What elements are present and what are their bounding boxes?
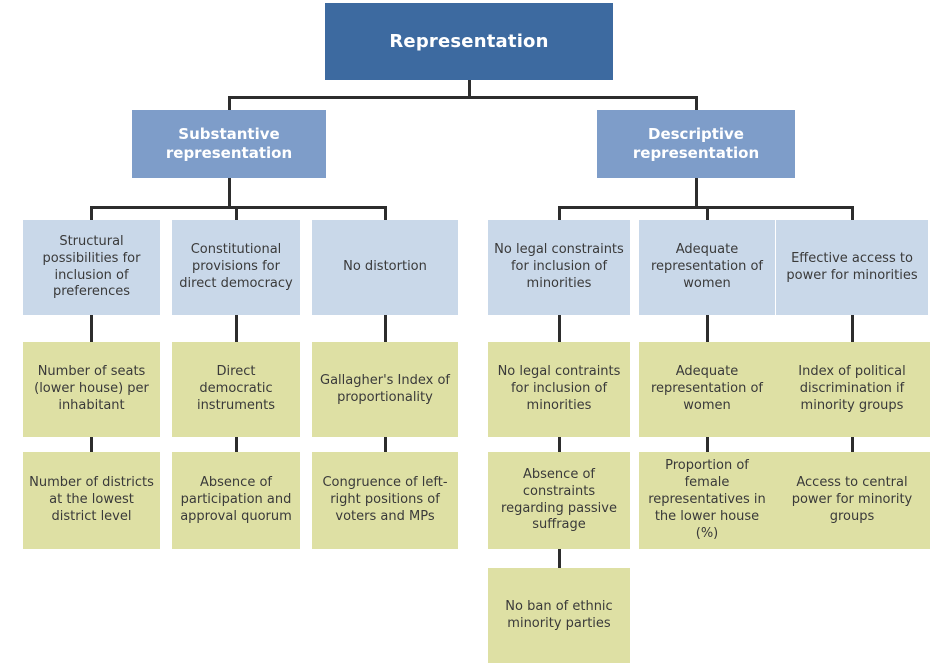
- connector-to-criterion-3: [384, 207, 387, 221]
- connector-root-stem: [468, 80, 471, 97]
- connector-c4-i3: [558, 549, 561, 568]
- connector-c6-i2: [851, 437, 854, 452]
- connector-c1-i2: [90, 437, 93, 452]
- node-branch-descriptive: Descriptive representation: [597, 110, 795, 178]
- node-criterion-effective-access: Effective access to power for minorities: [776, 220, 928, 315]
- connector-to-substantive: [228, 97, 231, 111]
- connector-root-crossbar: [228, 96, 698, 99]
- connector-c5-i1: [706, 315, 709, 342]
- connector-c2-i1: [235, 315, 238, 342]
- connector-substantive-stem: [228, 178, 231, 207]
- node-indicator-absence-quorum: Absence of participation and approval qu…: [172, 452, 300, 549]
- connector-to-criterion-5: [706, 207, 709, 221]
- connector-c1-i1: [90, 315, 93, 342]
- node-criterion-no-legal-constraints: No legal constraints for inclusion of mi…: [488, 220, 630, 315]
- node-indicator-gallagher-index: Gallagher's Index of proportionality: [312, 342, 458, 437]
- node-indicator-seats-per-inhabitant: Number of seats (lower house) per inhabi…: [23, 342, 160, 437]
- connector-to-criterion-1: [90, 207, 93, 221]
- node-criterion-constitutional-provisions: Constitutional provisions for direct dem…: [172, 220, 300, 315]
- connector-substantive-crossbar: [90, 206, 387, 209]
- connector-c3-i2: [384, 437, 387, 452]
- node-indicator-no-ban-ethnic-parties: No ban of ethnic minority parties: [488, 568, 630, 663]
- node-branch-substantive: Substantive representation: [132, 110, 326, 178]
- node-indicator-access-central-power: Access to central power for minority gro…: [774, 452, 930, 549]
- connector-c4-i2: [558, 437, 561, 452]
- node-indicator-number-of-districts: Number of districts at the lowest distri…: [23, 452, 160, 549]
- connector-c6-i1: [851, 315, 854, 342]
- node-criterion-no-distortion: No distortion: [312, 220, 458, 315]
- node-indicator-absence-passive-suffrage: Absence of constraints regarding passive…: [488, 452, 630, 549]
- node-indicator-proportion-female: Proportion of female representatives in …: [639, 452, 775, 549]
- node-representation: Representation: [325, 3, 613, 80]
- connector-to-criterion-2: [235, 207, 238, 221]
- node-criterion-adequate-representation: Adequate representation of women: [639, 220, 775, 315]
- node-indicator-discrimination-index: Index of political discrimination if min…: [774, 342, 930, 437]
- connector-c3-i1: [384, 315, 387, 342]
- connector-to-criterion-6: [851, 207, 854, 221]
- node-indicator-congruence-left-right: Congruence of left-right positions of vo…: [312, 452, 458, 549]
- connector-c4-i1: [558, 315, 561, 342]
- connector-to-descriptive: [695, 97, 698, 111]
- connector-to-criterion-4: [558, 207, 561, 221]
- connector-c2-i2: [235, 437, 238, 452]
- node-criterion-structural-possibilities: Structural possibilities for inclusion o…: [23, 220, 160, 315]
- node-indicator-direct-democratic-instruments: Direct democratic instruments: [172, 342, 300, 437]
- node-indicator-no-legal-contraints: No legal contraints for inclusion of min…: [488, 342, 630, 437]
- connector-descriptive-stem: [695, 178, 698, 207]
- connector-c5-i2: [706, 437, 709, 452]
- node-indicator-adequate-representation-women: Adequate representation of women: [639, 342, 775, 437]
